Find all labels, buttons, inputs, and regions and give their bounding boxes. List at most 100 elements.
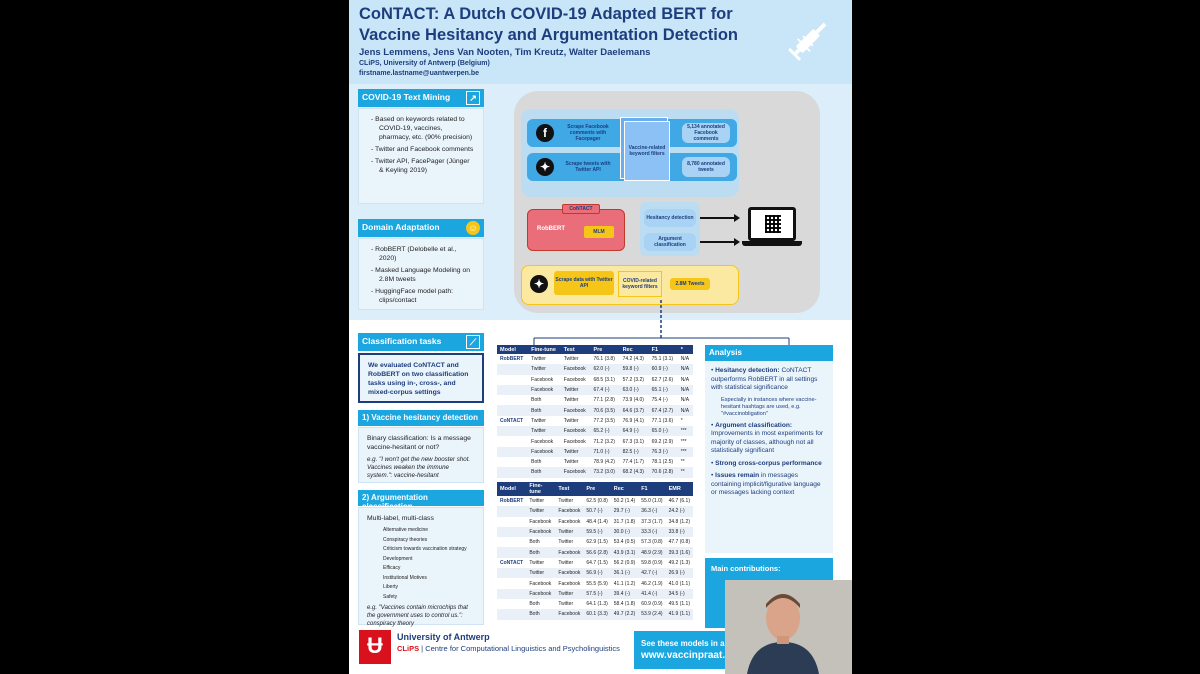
class-item: Conspiracy theories (383, 536, 428, 543)
table-cell: 77.2 (3.5) (593, 417, 615, 424)
table-cell (497, 517, 526, 527)
table-cell (497, 375, 528, 385)
table-cell: CoNTACT (500, 417, 524, 424)
column-header: * (677, 345, 693, 354)
table-cell: 75.1 (3.1) (651, 356, 674, 363)
email: firstname.lastname@uantwerpen.be (359, 70, 480, 77)
table-cell: Both (529, 539, 540, 546)
table-cell: Facebook (529, 580, 552, 587)
webcam-overlay (725, 580, 852, 674)
table-cell: Twitter (526, 506, 556, 517)
table-cell: RobBERT (500, 356, 524, 363)
table-cell: Twitter (555, 588, 584, 599)
table-cell (497, 526, 527, 538)
table-cell: Twitter (529, 498, 545, 505)
domain-adaptation-title: Domain Adaptation (362, 222, 440, 232)
list-item: HuggingFace model path: clips/contact (371, 287, 475, 305)
table-cell: 29.7 (-) (610, 506, 639, 517)
table-cell: 43.9 (3.1) (610, 547, 639, 558)
table-cell: Twitter (528, 426, 561, 437)
table-cell: Twitter (563, 356, 579, 363)
table-cell: Twitter (560, 384, 591, 396)
poster-header: CoNTACT: A Dutch COVID-19 Adapted BERT f… (349, 0, 852, 84)
analysis-header: Analysis (705, 345, 833, 361)
table-cell: 57.5 (-) (583, 588, 611, 599)
table-cell: Facebook (560, 405, 591, 416)
table-cell (497, 537, 526, 547)
table-cell: 49.2 (1.3) (668, 559, 690, 566)
table-cell: 59.8 (0.9) (641, 559, 663, 566)
list-item: Twitter and Facebook comments (371, 145, 475, 154)
table-cell: Twitter (560, 446, 591, 457)
table-cell: Both (526, 609, 556, 620)
twitter-icon: ✦ (536, 158, 554, 176)
domain-adaptation-header: Domain Adaptation ☺ (358, 219, 484, 237)
table-cell: N/A (677, 364, 693, 375)
table-cell: 64.1 (1.3) (586, 601, 608, 608)
table-cell: 65.2 (-) (590, 426, 620, 437)
table-cell: 33.3 (-) (638, 526, 666, 538)
table-cell: 64.7 (1.5) (586, 559, 608, 566)
table-cell: Twitter (526, 568, 556, 579)
analysis-text: in messages containing implicit/figurati… (711, 472, 821, 496)
table-cell: N/A (680, 376, 690, 383)
laptop-icon (748, 207, 796, 241)
table-cell: Facebook (528, 384, 561, 396)
classification-header: Classification tasks ⟋ (358, 333, 484, 351)
table-cell: N/A (680, 356, 690, 363)
table-cell: Twitter (563, 397, 579, 404)
vaccine-detection-example: e.g. "I won't get the new booster shot. … (367, 456, 471, 479)
argument-classes: Alternative medicine Conspiracy theories… (367, 526, 475, 602)
chart-icon: ⟋ (466, 335, 480, 349)
table-cell: 36.3 (-) (638, 506, 666, 517)
table-cell (497, 547, 527, 558)
table-cell: 49.7 (2.2) (610, 609, 639, 620)
table-cell: N/A (680, 397, 690, 404)
table-cell: 57.2 (3.2) (622, 376, 644, 383)
table-cell: 73.9 (4.0) (622, 397, 644, 404)
table-cell: 62.9 (1.5) (586, 539, 608, 546)
argumentation-header: 2) Argumentation classification (358, 490, 484, 511)
list-item: Based on keywords related to COVID-19, v… (371, 115, 475, 142)
table-cell: 39.3 (1.6) (665, 547, 693, 558)
contributions-title: Main contributions: (711, 564, 781, 573)
scrape-facebook: Scrape Facebook comments with Facepager (567, 124, 609, 142)
table-cell: 60.1 (3.3) (583, 609, 611, 620)
table-cell: 47.7 (0.8) (668, 539, 690, 546)
class-item: Liberty (383, 584, 399, 590)
table-cell: Facebook (526, 526, 556, 538)
classification-title: Classification tasks (362, 336, 442, 346)
argument-classification: Argument classification (644, 233, 696, 251)
website-link[interactable]: www.vaccinpraat.u (641, 650, 732, 661)
mlm-label: MLM (584, 226, 614, 238)
table-cell: 34.8 (1.2) (668, 518, 690, 525)
table-cell: 76.3 (-) (648, 446, 678, 457)
table-cell (497, 457, 528, 467)
table-cell (497, 436, 528, 446)
poster-title: CoNTACT: A Dutch COVID-19 Adapted BERT f… (359, 5, 738, 44)
column-header: Pre (583, 482, 611, 496)
table-cell: 57.3 (0.8) (641, 539, 663, 546)
hugging-face-icon: ☺ (466, 221, 480, 235)
table-cell: 64.9 (-) (619, 426, 649, 437)
table-cell: 37.3 (1.7) (641, 518, 663, 525)
table-cell: 69.2 (2.9) (651, 438, 674, 445)
table-cell: * (680, 417, 683, 424)
table-cell: 55.5 (5.9) (586, 580, 608, 587)
table-cell: 60.9 (0.9) (641, 601, 663, 608)
domain-adaptation-body: RobBERT (Delobelle et al., 2020) Masked … (358, 238, 484, 310)
table-cell: 68.5 (3.1) (593, 376, 615, 383)
table-cell: N/A (677, 405, 693, 416)
table-cell: Twitter (531, 356, 546, 363)
table-cell: 78.1 (2.5) (651, 459, 674, 466)
